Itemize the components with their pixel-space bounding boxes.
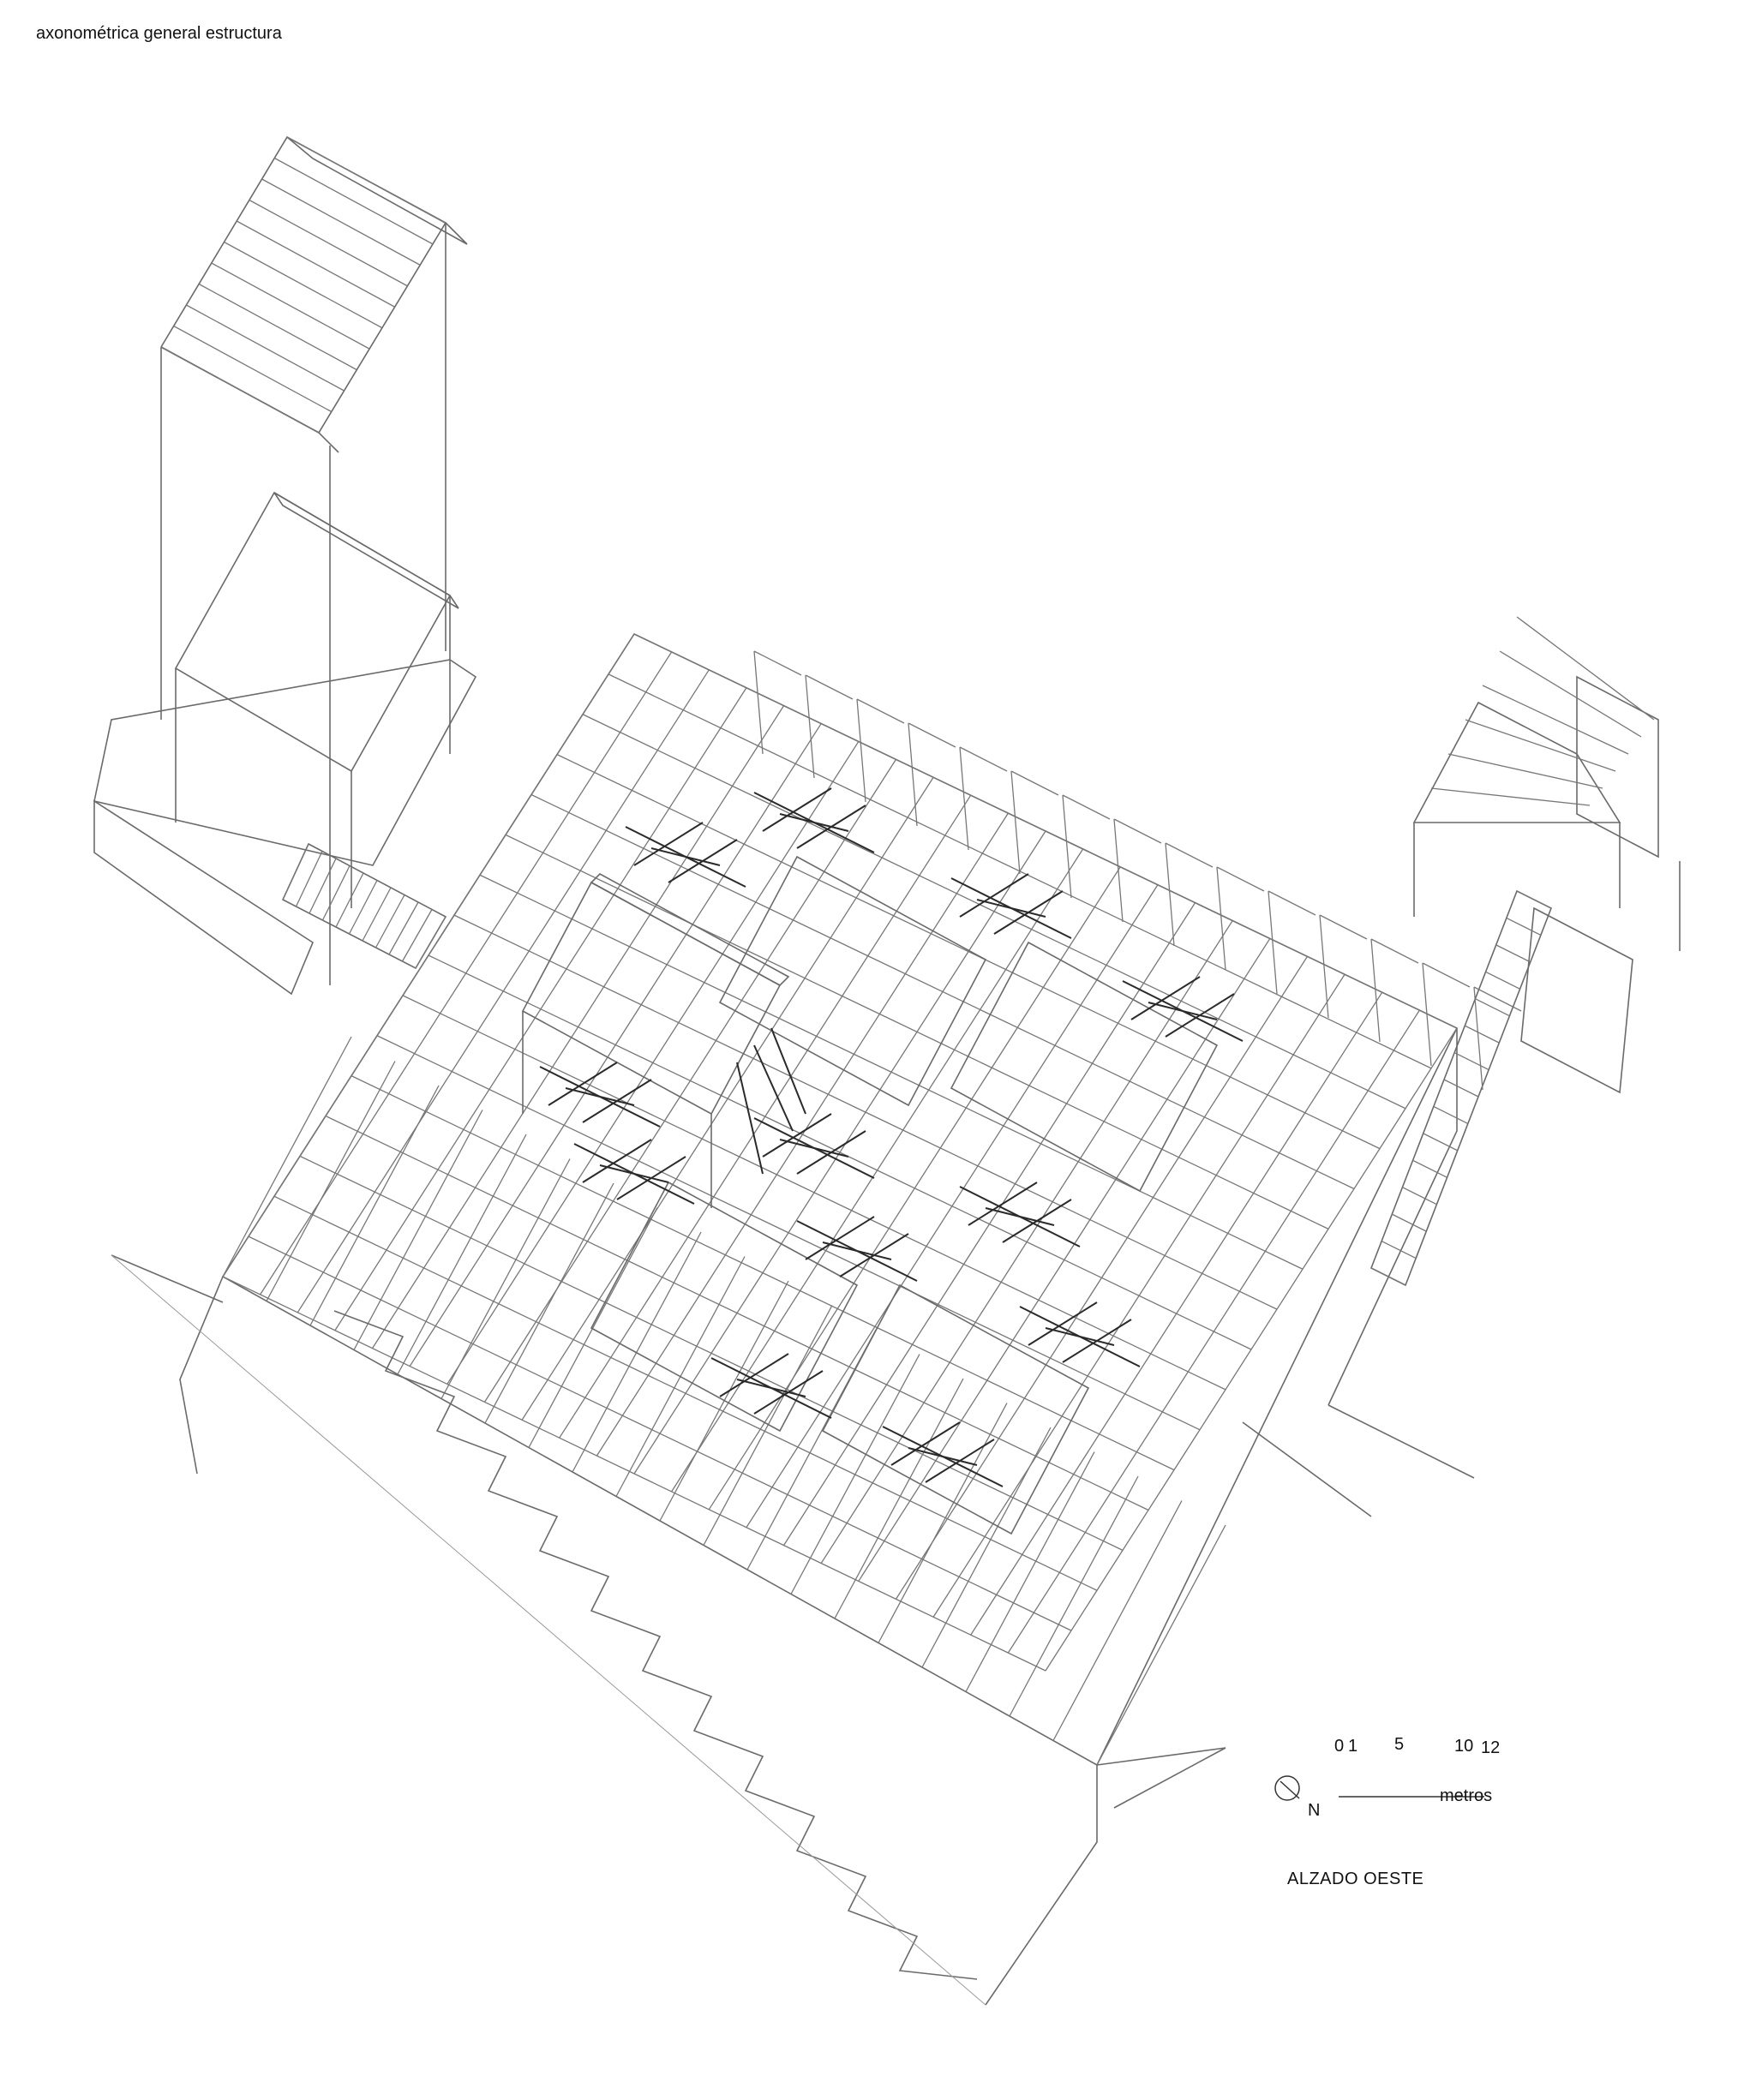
tower-lower-box <box>93 491 477 996</box>
rafter-bays <box>160 136 1655 1766</box>
east-annex <box>1412 675 1681 1094</box>
scale-tick-5: 5 <box>1394 1735 1405 1754</box>
scale-tick-12: 12 <box>1481 1738 1501 1757</box>
scale-labels: 0 1 5 10 12 metros <box>1268 1735 1525 1812</box>
tower-roof-frame <box>160 135 468 453</box>
scale-unit: metros <box>1440 1786 1493 1805</box>
lantern-court-1 <box>521 873 790 1208</box>
lantern-court-2 <box>718 855 987 1107</box>
lantern-court-3 <box>950 941 1219 1193</box>
north-label: N <box>1308 1801 1321 1820</box>
scale-tick-10: 10 <box>1454 1737 1474 1756</box>
stepped-edge <box>333 1310 978 1980</box>
north-arrow-icon <box>1274 1775 1300 1801</box>
scale-tick-0: 0 <box>1334 1737 1345 1756</box>
lantern-court-4 <box>590 1181 859 1433</box>
scale-bar <box>1274 1775 1484 1801</box>
caption: ALZADO OESTE <box>1287 1870 1424 1888</box>
lantern-court-5 <box>821 1283 1090 1535</box>
scale-tick-1: 1 <box>1348 1737 1358 1756</box>
drawing-title: axonométrica general estructura <box>36 24 282 43</box>
